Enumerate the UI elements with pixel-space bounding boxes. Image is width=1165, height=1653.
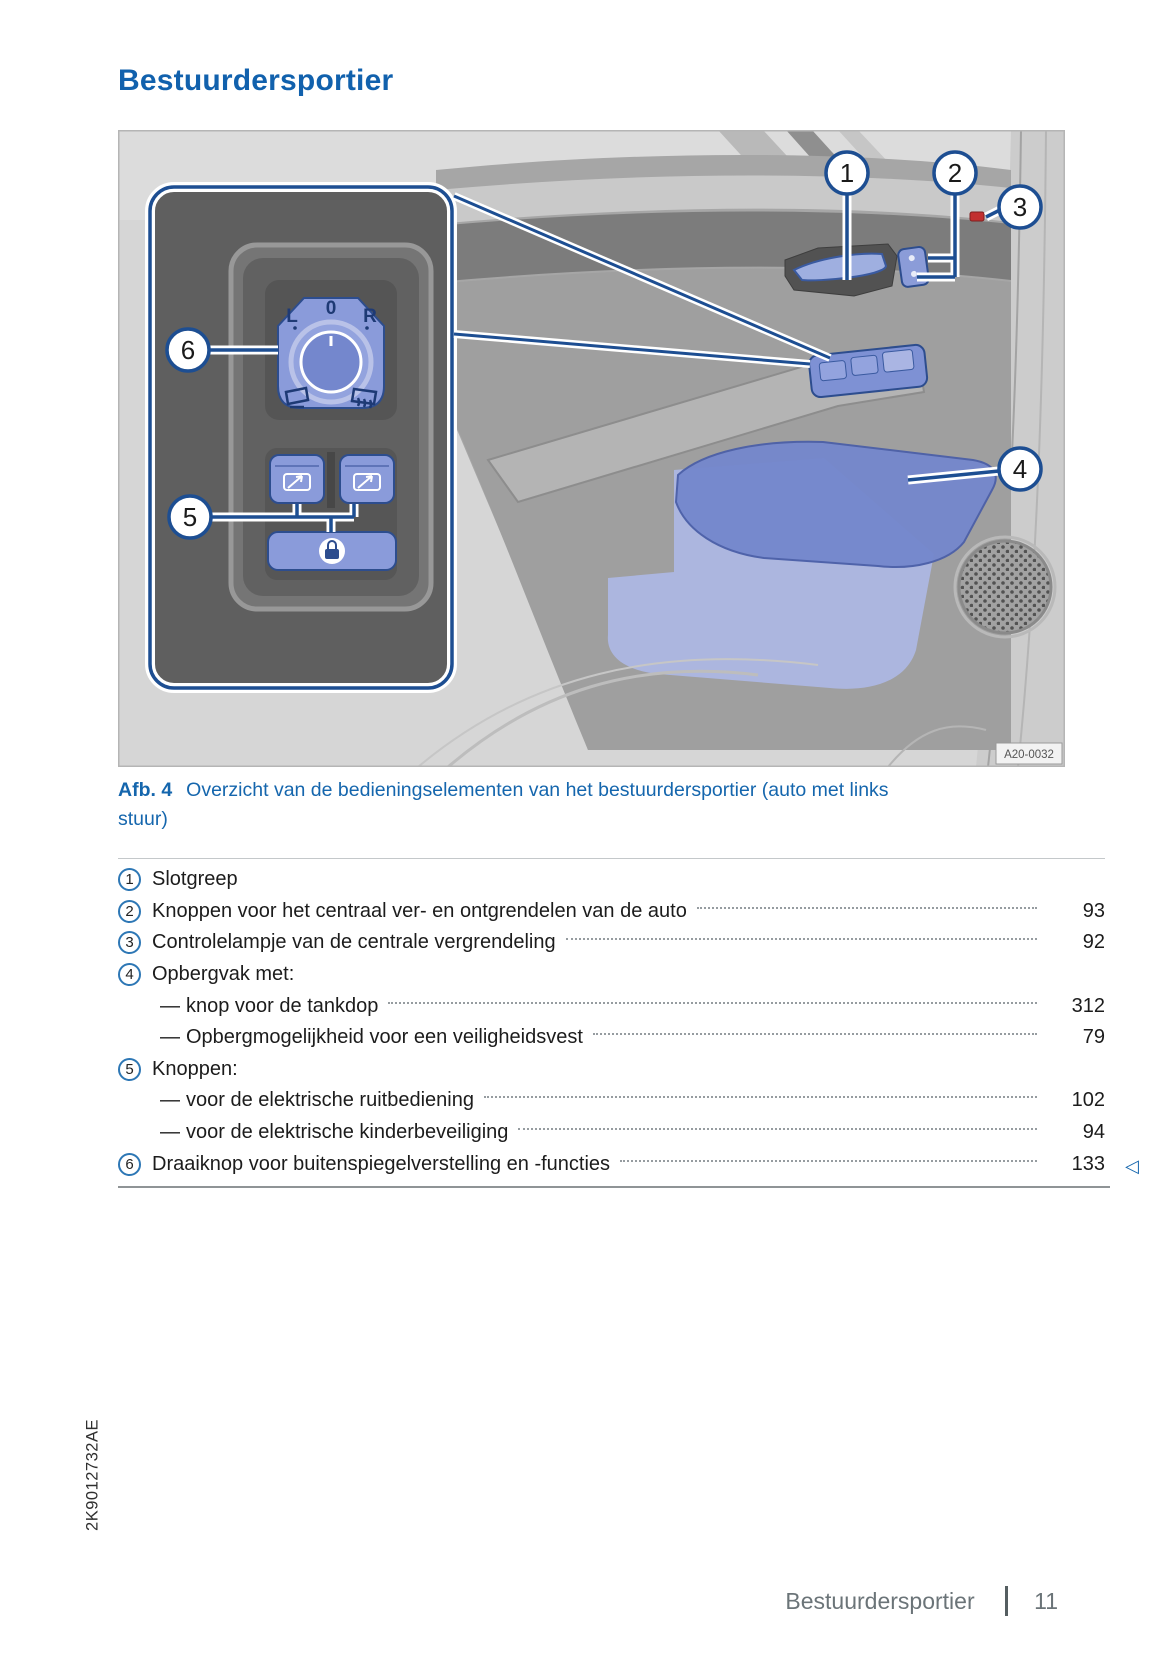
mirror-label-left: L <box>286 306 298 327</box>
legend-text: voor de elektrische ruitbediening <box>186 1089 474 1112</box>
mirror-heating-icon <box>350 387 378 409</box>
lock-warning-lamp <box>969 211 985 222</box>
dot-leader <box>620 1159 1037 1162</box>
legend-row: 2 Knoppen voor het centraal ver- en ontgr… <box>118 896 1105 928</box>
legend-text: Opbergmogelijkheid voor een veiligheidsv… <box>186 1026 583 1049</box>
legend-row: 5 Knoppen: <box>118 1054 1105 1086</box>
legend-row: — Opbergmogelijkheid voor een veiligheids… <box>118 1022 1105 1054</box>
legend-row: 4 Opbergvak met: <box>118 959 1105 991</box>
svg-text:6: 6 <box>181 335 195 365</box>
callout-4: 4 <box>907 446 1043 492</box>
legend-page-ref: 312 <box>1071 994 1105 1017</box>
figure-caption-text: Overzicht van de bedieningselementen van… <box>118 779 889 830</box>
legend-marker: 6 <box>118 1152 141 1176</box>
inset-projection-lines <box>452 192 832 368</box>
legend-page-ref: 133 <box>1071 1152 1105 1175</box>
legend-row: — knop voor de tankdop 312 <box>118 990 1105 1022</box>
dot-leader <box>518 1128 1037 1131</box>
legend-row: — voor de elektrische ruitbediening 102 <box>118 1085 1105 1117</box>
legend-row: 6 Draaiknop voor buitenspiegelverstelling… <box>118 1148 1139 1180</box>
legend-row: 3 Controlelampje van de centrale vergrend… <box>118 927 1105 959</box>
dot-leader <box>592 1033 1037 1036</box>
dash-bullet: — <box>160 994 180 1017</box>
page-title: Bestuurdersportier <box>118 64 394 97</box>
door-handle <box>784 243 898 297</box>
callout-2: 2 <box>917 150 978 282</box>
legend-row: — voor de elektrische kinderbeveiliging 94 <box>118 1117 1105 1149</box>
legend-marker: 1 <box>118 868 141 892</box>
speaker-grille <box>953 535 1057 639</box>
legend-page-ref: 79 <box>1082 1026 1105 1049</box>
svg-text:5: 5 <box>183 502 197 532</box>
child-lock-button <box>267 531 397 571</box>
callout-3: 3 <box>983 184 1043 230</box>
callout-6: 6 <box>165 327 278 373</box>
storage-bin <box>607 440 997 689</box>
inset-panel: L 0 R <box>145 182 457 693</box>
window-button-left <box>269 454 325 504</box>
legend-text: Controlelampje van de centrale vergrende… <box>152 931 556 954</box>
legend-page-ref: 93 <box>1082 899 1105 922</box>
legend-marker: 3 <box>118 931 141 955</box>
legend-text: Opbergvak met: <box>152 963 295 986</box>
legend-text: Knoppen voor het centraal ver- en ontgre… <box>152 899 687 922</box>
legend-marker: 2 <box>118 899 141 923</box>
legend-list: 1 Slotgreep 2 Knoppen voor het centraal ver… <box>118 858 1139 1180</box>
footer-divider <box>1004 1586 1009 1616</box>
dash-bullet: — <box>160 1026 180 1049</box>
svg-text:2: 2 <box>948 158 962 188</box>
callout-5: 5 <box>167 494 359 540</box>
mirror-fold-icon <box>284 386 310 409</box>
legend-page-ref: 94 <box>1082 1121 1105 1144</box>
svg-text:A20-0032: A20-0032 <box>1004 749 1054 761</box>
mirror-label-right: R <box>363 306 377 327</box>
door-sill-lines <box>417 658 987 767</box>
footer-section-label: Bestuurdersportier <box>785 1587 975 1614</box>
legend-text: Draaiknop voor buitenspiegelverstelling … <box>152 1152 611 1175</box>
legend-page-ref: 92 <box>1082 931 1105 954</box>
svg-text:3: 3 <box>1013 192 1027 222</box>
dash-bullet: — <box>160 1121 180 1144</box>
svg-text:1: 1 <box>840 158 854 188</box>
figure-caption-label: Afb. 4 <box>118 779 173 801</box>
section-end-icon: ◁ <box>1125 1156 1139 1177</box>
legend-row: 1 Slotgreep <box>118 864 1105 896</box>
callout-1: 1 <box>824 150 870 280</box>
window-button-right <box>339 454 395 504</box>
dot-leader <box>388 1001 1037 1004</box>
armrest-switch-cluster <box>808 343 929 399</box>
page-footer: Bestuurdersportier 11 <box>118 1586 1058 1616</box>
dot-leader <box>696 906 1037 909</box>
door-illustration: L 0 R <box>118 130 1065 767</box>
legend-text: Slotgreep <box>152 868 238 891</box>
section-end-rule <box>118 1186 1110 1188</box>
legend-text: knop voor de tankdop <box>186 994 379 1017</box>
figure-code-label: A20-0032 <box>995 742 1063 765</box>
legend-text: Knoppen: <box>152 1057 238 1080</box>
legend-marker: 5 <box>118 1057 141 1081</box>
door-figure: L 0 R <box>118 130 1065 767</box>
legend-page-ref: 102 <box>1071 1089 1105 1112</box>
document-code: 2K9012732AE <box>83 1419 102 1531</box>
dash-bullet: — <box>160 1089 180 1112</box>
footer-page-number: 11 <box>1034 1587 1058 1614</box>
svg-text:4: 4 <box>1013 454 1027 484</box>
dot-leader <box>565 938 1037 941</box>
legend-text: voor de elektrische kinderbeveiliging <box>186 1121 509 1144</box>
dot-leader <box>483 1096 1037 1099</box>
mirror-adjust-knob: L 0 R <box>277 297 385 409</box>
mirror-label-neutral: 0 <box>326 298 337 319</box>
legend-marker: 4 <box>118 963 141 987</box>
